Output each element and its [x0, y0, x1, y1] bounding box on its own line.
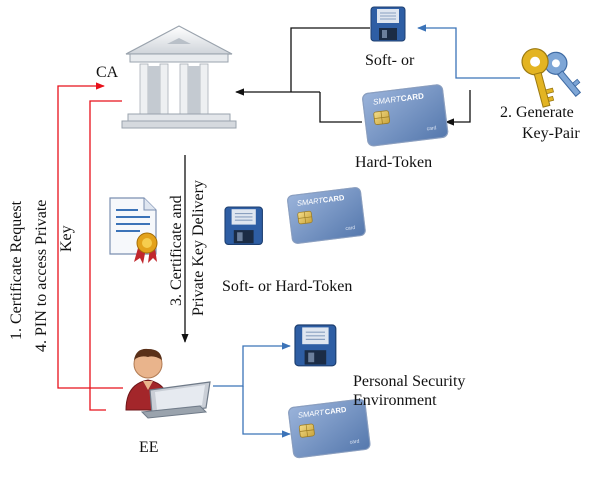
hard-token-to-ca-line [319, 92, 362, 123]
request-label-line1: 1. Certificate Request [8, 200, 25, 340]
request-label-line3: Key [58, 225, 75, 252]
pse-label-line2: Environment [353, 392, 437, 409]
pin-line [89, 100, 122, 411]
card-text-left: SMART [373, 94, 403, 106]
card-text-right: CARD [400, 91, 424, 103]
ee-to-card-line [242, 386, 291, 438]
delivery-label-line2: Private Key Delivery [190, 180, 207, 316]
ee-label: EE [139, 439, 159, 456]
key-to-soft-token-line [417, 24, 520, 79]
card-text-left: SMART [297, 408, 325, 420]
floppy-disk-icon [224, 206, 263, 245]
soft-or-label: Soft- or [365, 52, 415, 69]
blue-connectors [213, 24, 520, 438]
hard-token-label: Hard-Token [355, 154, 432, 171]
card-text-small: card [345, 225, 356, 232]
bank-icon [121, 25, 237, 129]
smart-card-icon: SMART CARD card [287, 398, 372, 459]
red-connectors [57, 82, 123, 411]
delivery-label-line1: 3. Certificate and [168, 195, 185, 306]
card-text-small: card [426, 125, 437, 132]
certificate-icon [109, 197, 158, 264]
key-to-hard-token-line [445, 90, 471, 126]
ca-label: CA [96, 64, 119, 81]
card-text-right: CARD [322, 193, 345, 205]
card-text-small: card [349, 439, 360, 446]
generate-label-line2: Key-Pair [522, 125, 580, 142]
floppy-disk-icon [294, 324, 337, 367]
smart-card-icon: SMART CARD card [286, 186, 367, 245]
card-text-right: CARD [324, 405, 347, 417]
user-laptop-icon [125, 348, 211, 419]
floppy-disk-icon [370, 6, 406, 42]
pse-label-line1: Personal Security [353, 373, 465, 390]
black-connectors [181, 27, 471, 343]
key-icon [521, 48, 582, 108]
smart-card-icon: SMART CARD card [361, 83, 449, 148]
card-text-left: SMART [296, 196, 324, 208]
ee-to-pse-line [213, 342, 291, 387]
soft-token-to-ca-line [290, 27, 370, 92]
generate-label-line1: 2. Generate [500, 104, 574, 121]
request-label-line2: 4. PIN to access Private [33, 200, 50, 352]
soft-or-hard-token-label: Soft- or Hard-Token [222, 278, 352, 295]
